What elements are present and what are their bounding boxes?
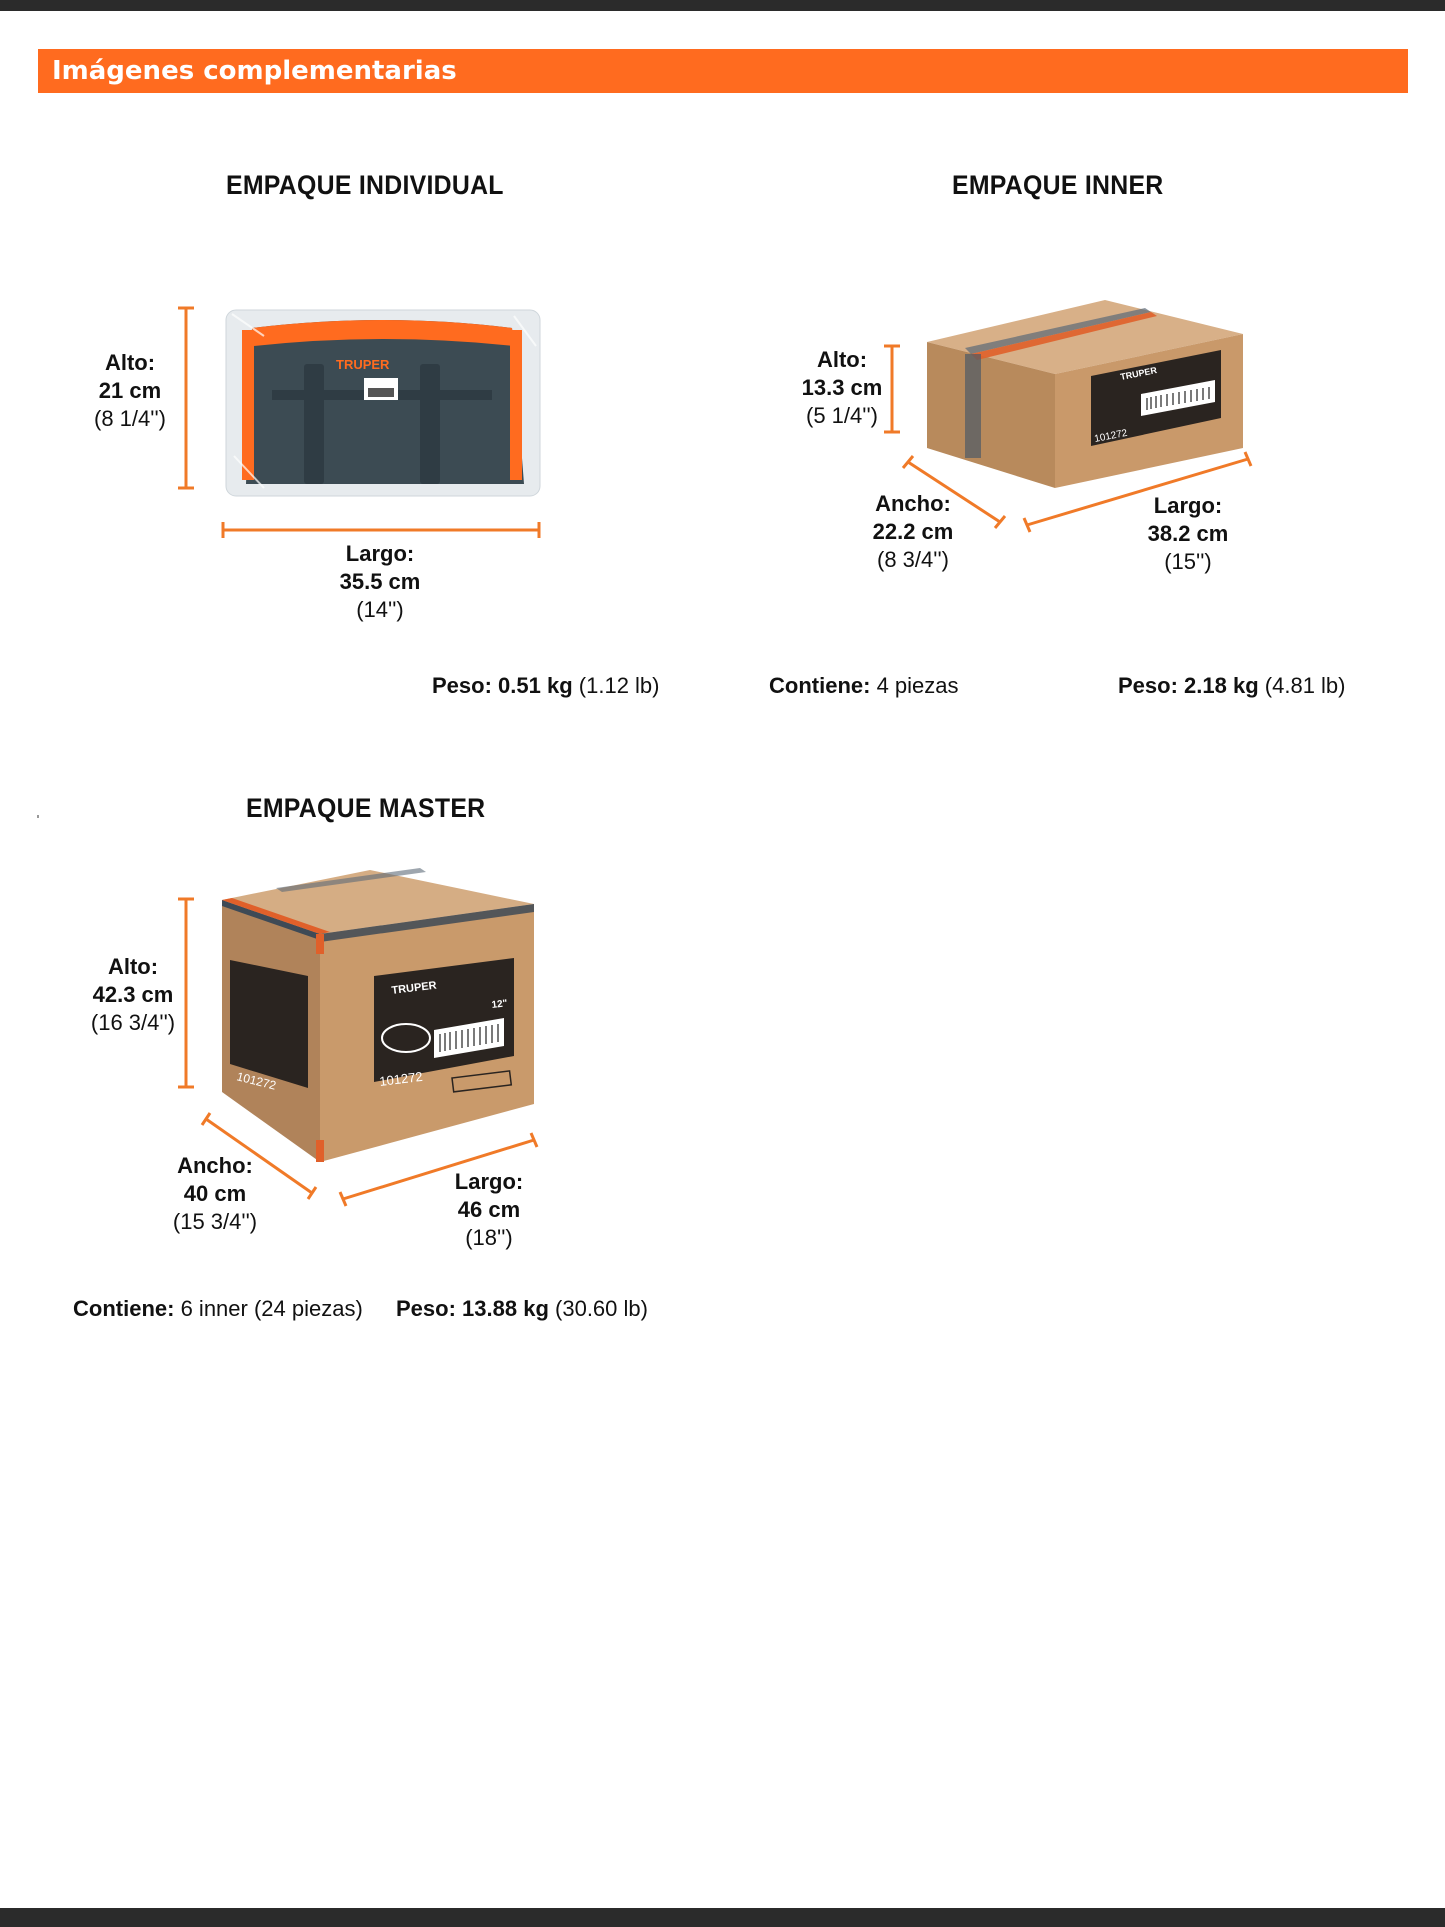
bottom-bar [0,1908,1445,1927]
inner-alto: Alto: 13.3 cm (5 1/4'') [792,346,892,430]
master-ancho-imperial: (15 3/4'') [172,1209,258,1234]
master-ancho-arrow [200,1112,318,1200]
tool-bag-image: TRUPER [225,309,541,497]
individual-peso-label: Peso: [432,673,492,698]
inner-contiene: Contiene: 4 piezas [769,673,959,699]
individual-largo-imperial: (14'') [356,597,404,622]
faint-mark [37,815,39,818]
individual-peso-metric: 0.51 kg [498,673,573,698]
individual-peso: Peso: 0.51 kg (1.12 lb) [432,673,660,699]
master-peso-imperial: (30.60 lb) [555,1296,648,1321]
inner-largo-label: Largo: [1153,493,1223,518]
inner-ancho-label: Ancho: [875,491,951,516]
master-box-code: 101272 [379,1069,424,1089]
master-peso-label: Peso: [396,1296,456,1321]
top-bar [0,0,1445,11]
master-alto-metric: 42.3 cm [92,982,174,1007]
master-contiene: Contiene: 6 inner (24 piezas) [73,1296,363,1322]
master-largo-metric: 46 cm [457,1197,521,1222]
master-box-size: 12" [491,998,508,1011]
inner-ancho: Ancho: 22.2 cm (8 3/4'') [863,490,963,574]
master-largo-imperial: (18'') [465,1225,513,1250]
master-largo: Largo: 46 cm (18'') [439,1168,539,1252]
master-contiene-value: 6 inner (24 piezas) [180,1296,363,1321]
master-peso: Peso: 13.88 kg (30.60 lb) [396,1296,648,1322]
inner-peso-imperial: (4.81 lb) [1264,673,1346,698]
inner-ancho-imperial: (8 3/4'') [877,547,949,572]
inner-alto-metric: 13.3 cm [801,375,883,400]
master-ancho: Ancho: 40 cm (15 3/4'') [165,1152,265,1236]
inner-alto-label: Alto: [816,347,868,372]
inner-ancho-metric: 22.2 cm [872,519,954,544]
master-contiene-label: Contiene: [73,1296,175,1321]
master-peso-metric: 13.88 kg [462,1296,549,1321]
master-largo-arrow [338,1132,539,1207]
master-alto: Alto: 42.3 cm (16 3/4'') [88,953,178,1037]
master-alto-imperial: (16 3/4'') [90,1010,176,1035]
inner-ancho-arrow [901,455,1007,529]
bag-brand: TRUPER [336,357,390,372]
master-alto-label: Alto: [107,954,159,979]
individual-alto-imperial: (8 1/4'') [94,406,166,431]
individual-alto-label: Alto: [104,350,156,375]
individual-title: EMPAQUE INDIVIDUAL [226,170,504,200]
inner-largo: Largo: 38.2 cm (15'') [1138,492,1238,576]
inner-largo-metric: 38.2 cm [1147,521,1229,546]
individual-peso-imperial: (1.12 lb) [578,673,660,698]
individual-largo-label: Largo: [345,541,415,566]
inner-peso-label: Peso: [1118,673,1178,698]
inner-peso-metric: 2.18 kg [1184,673,1259,698]
inner-largo-imperial: (15'') [1164,549,1212,574]
individual-largo-arrow [221,522,541,538]
master-title: EMPAQUE MASTER [246,793,486,823]
inner-box-image: TRUPER 101272 [927,300,1243,488]
master-ancho-label: Ancho: [177,1153,253,1178]
master-box-image: 101272 TRUPER 12" 101272 [222,868,534,1162]
section-header: Imágenes complementarias [38,49,1408,93]
individual-largo: Largo: 35.5 cm (14'') [320,540,440,624]
inner-largo-arrow [1022,451,1253,533]
inner-alto-arrow [884,344,900,434]
individual-alto: Alto: 21 cm (8 1/4'') [90,349,170,433]
inner-alto-imperial: (5 1/4'') [806,403,878,428]
individual-largo-metric: 35.5 cm [339,569,421,594]
master-ancho-metric: 40 cm [183,1181,247,1206]
inner-contiene-value: 4 piezas [876,673,959,698]
master-largo-label: Largo: [454,1169,524,1194]
inner-contiene-label: Contiene: [769,673,871,698]
inner-title: EMPAQUE INNER [952,170,1164,200]
inner-peso: Peso: 2.18 kg (4.81 lb) [1118,673,1346,699]
master-alto-arrow [178,897,194,1089]
individual-alto-metric: 21 cm [98,378,162,403]
master-box-brand: TRUPER [391,980,437,997]
individual-alto-arrow [178,306,194,490]
